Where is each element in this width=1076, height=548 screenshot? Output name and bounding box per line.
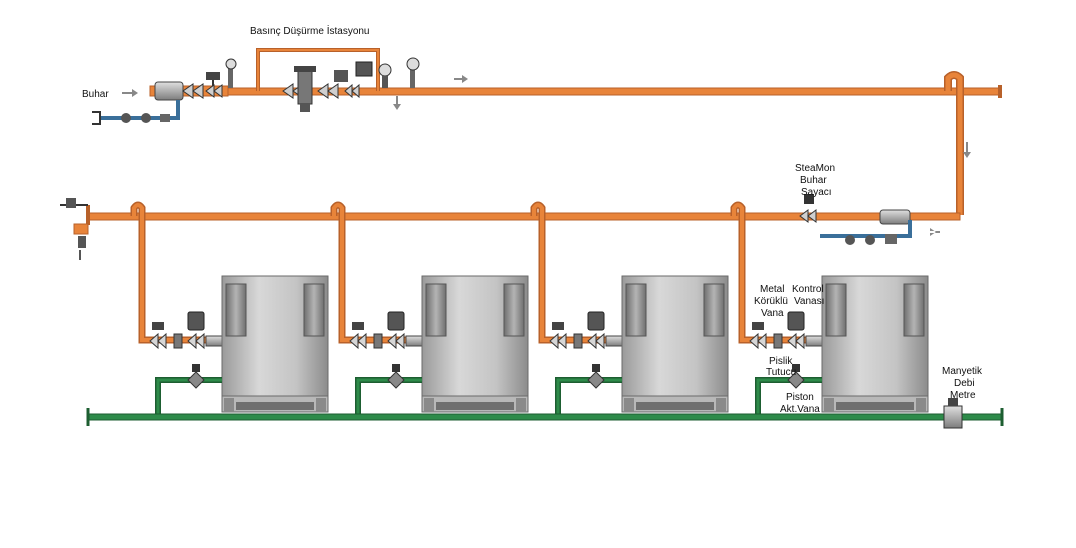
strainer-1	[173, 333, 183, 349]
unit-inlet-pipe-1	[205, 335, 223, 347]
steamon-label-3: Sayacı	[801, 187, 832, 198]
control-valve-3	[587, 332, 605, 350]
process-unit-2	[349, 275, 529, 417]
control-valve-1	[187, 332, 205, 350]
piston-actuator-1	[192, 364, 200, 372]
valve-handwheel-2	[352, 322, 364, 330]
condensate-outlet-core-2	[356, 378, 422, 417]
top-steam-main	[221, 48, 1002, 215]
flow-meter-label-1: Manyetik	[942, 366, 983, 377]
strainer-3	[573, 333, 583, 349]
unit-foot-right-1	[316, 398, 326, 412]
unit-bottom-bar-1	[236, 402, 314, 410]
condensate-outlet-core-1	[156, 378, 222, 417]
unit-panel-right-4	[903, 283, 925, 337]
unit-inlet-pipe-3	[605, 335, 623, 347]
metal-bellows-valve-1	[149, 332, 167, 350]
strainer-2	[373, 333, 383, 349]
strainer-4	[773, 333, 783, 349]
unit-foot-left-1	[224, 398, 234, 412]
steam-drop-2	[330, 201, 422, 344]
strainer-label-1: Pislik	[769, 356, 793, 367]
steamon-label-2: Buhar	[800, 175, 827, 186]
unit-panel-left-1	[225, 283, 247, 337]
unit-panel-left-3	[625, 283, 647, 337]
control-actuator-2	[387, 311, 405, 331]
piston-valve-2	[387, 371, 405, 389]
steam-drop-3	[530, 201, 622, 344]
steamon-label-1: SteaMon	[795, 163, 835, 174]
control-valve-4	[787, 332, 805, 350]
metal-bellows-valve-4	[749, 332, 767, 350]
unit-inlet-pipe-4	[805, 335, 823, 347]
unit-foot-right-3	[716, 398, 726, 412]
valve-handwheel-1	[152, 322, 164, 330]
steam-drop-core-2	[332, 203, 422, 342]
piston-actuator-3	[592, 364, 600, 372]
condensate-outlet-core-3	[556, 378, 622, 417]
process-unit-4	[749, 275, 929, 417]
valve-handwheel-4	[752, 322, 764, 330]
steam-drop-core-4	[732, 203, 822, 342]
metal-valve-label-2: Körüklü	[754, 296, 788, 307]
piston-valve-3	[587, 371, 605, 389]
piston-valve-label-2: Akt.Vana	[780, 404, 820, 415]
steam-drop-core-3	[532, 203, 622, 342]
metal-valve-label-1: Metal	[760, 284, 784, 295]
unit-panel-left-4	[825, 283, 847, 337]
condensate-line	[86, 408, 1004, 426]
unit-panel-right-2	[503, 283, 525, 337]
unit-panel-right-3	[703, 283, 725, 337]
piston-actuator-4	[792, 364, 800, 372]
control-valve-label-2: Vanası	[794, 296, 824, 307]
condensate-outlet-2	[355, 377, 422, 417]
metal-valve-label-3: Vana	[761, 308, 784, 319]
process-units	[149, 275, 929, 417]
steam-drops	[130, 201, 822, 344]
control-valve-label-1: Kontrol	[792, 284, 824, 295]
piston-valve-label-1: Piston	[786, 392, 814, 403]
metal-bellows-valve-3	[549, 332, 567, 350]
unit-foot-left-3	[624, 398, 634, 412]
unit-foot-left-2	[424, 398, 434, 412]
steam-drop-core-1	[132, 203, 222, 342]
process-unit-1	[149, 275, 329, 417]
pressure-reducing-station	[225, 57, 468, 112]
control-valve-2	[387, 332, 405, 350]
unit-bottom-bar-2	[436, 402, 514, 410]
unit-inlet-pipe-2	[405, 335, 423, 347]
steam-inlet-label: Buhar	[82, 89, 109, 100]
valve-handwheel-3	[552, 322, 564, 330]
steam-drop-4	[730, 201, 822, 344]
unit-foot-left-4	[824, 398, 834, 412]
piston-valve-1	[187, 371, 205, 389]
unit-bottom-bar-3	[636, 402, 714, 410]
unit-foot-right-2	[516, 398, 526, 412]
control-actuator-3	[587, 311, 605, 331]
station-title: Basınç Düşürme İstasyonu	[250, 24, 370, 37]
strainer-label-2: Tutucu	[766, 367, 796, 378]
flow-meter-label-3: Metre	[950, 390, 976, 401]
metal-bellows-valve-2	[349, 332, 367, 350]
piston-actuator-2	[392, 364, 400, 372]
second-steam-header	[60, 142, 971, 260]
steam-inlet-assembly	[92, 72, 229, 125]
condensate-outlet-3	[555, 377, 622, 417]
control-actuator-1	[187, 311, 205, 331]
process-unit-3	[549, 275, 729, 417]
flow-meter	[943, 398, 963, 429]
unit-panel-left-2	[425, 283, 447, 337]
piston-valve-4	[787, 371, 805, 389]
unit-panel-right-1	[303, 283, 325, 337]
steam-drop-1	[130, 201, 222, 344]
steam-arrow	[122, 89, 138, 97]
unit-bottom-bar-4	[836, 402, 914, 410]
flow-meter-label-2: Debi	[954, 378, 975, 389]
unit-foot-right-4	[916, 398, 926, 412]
condensate-outlet-1	[155, 377, 222, 417]
control-actuator-4	[787, 311, 805, 331]
